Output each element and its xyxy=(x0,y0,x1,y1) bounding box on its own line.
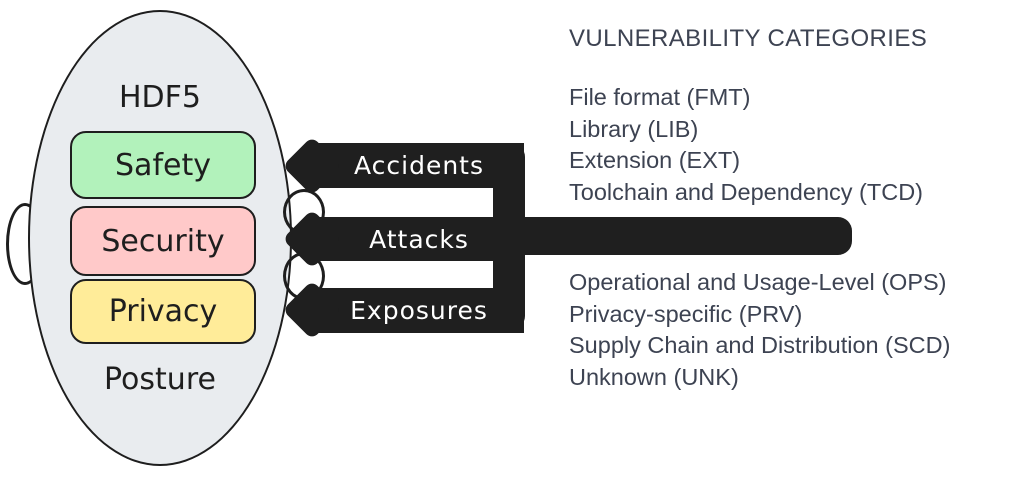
category-list-upper: File format (FMT) Library (LIB) Extensio… xyxy=(569,82,923,208)
exposures-arrow-label: Exposures xyxy=(350,296,488,325)
accidents-arrow-shaft xyxy=(308,143,524,188)
exposures-arrow-shaft xyxy=(308,288,524,333)
vulnerability-categories-heading: VULNERABILITY CATEGORIES xyxy=(569,25,928,52)
category-item: File format (FMT) xyxy=(569,84,751,110)
safety-box: Safety xyxy=(70,131,256,199)
category-item: Privacy-specific (PRV) xyxy=(569,300,803,327)
privacy-box: Privacy xyxy=(70,279,256,344)
category-item: Unknown (UNK) xyxy=(569,363,739,390)
security-box: Security xyxy=(70,206,256,276)
attacks-arrow-label: Attacks xyxy=(369,224,469,254)
category-item: Supply Chain and Distribution (SCD) xyxy=(569,332,951,358)
safety-box-label: Safety xyxy=(115,147,211,183)
category-item: Operational and Usage-Level (OPS) xyxy=(569,269,947,295)
category-item: Library (LIB) xyxy=(569,115,699,142)
ellipse-title: HDF5 xyxy=(118,80,201,115)
privacy-box-label: Privacy xyxy=(108,294,218,329)
attacks-arrow-shaft xyxy=(308,217,524,261)
attacks-arrow-shaft-extension xyxy=(510,217,852,255)
category-item: Extension (EXT) xyxy=(569,147,741,173)
security-box-label: Security xyxy=(101,223,225,259)
category-list-lower: Operational and Usage-Level (OPS) Privac… xyxy=(569,267,950,393)
category-item: Toolchain and Dependency (TCD) xyxy=(569,178,923,205)
ellipse-subtitle: Posture xyxy=(104,362,216,397)
accidents-arrow-label: Accidents xyxy=(353,151,485,180)
